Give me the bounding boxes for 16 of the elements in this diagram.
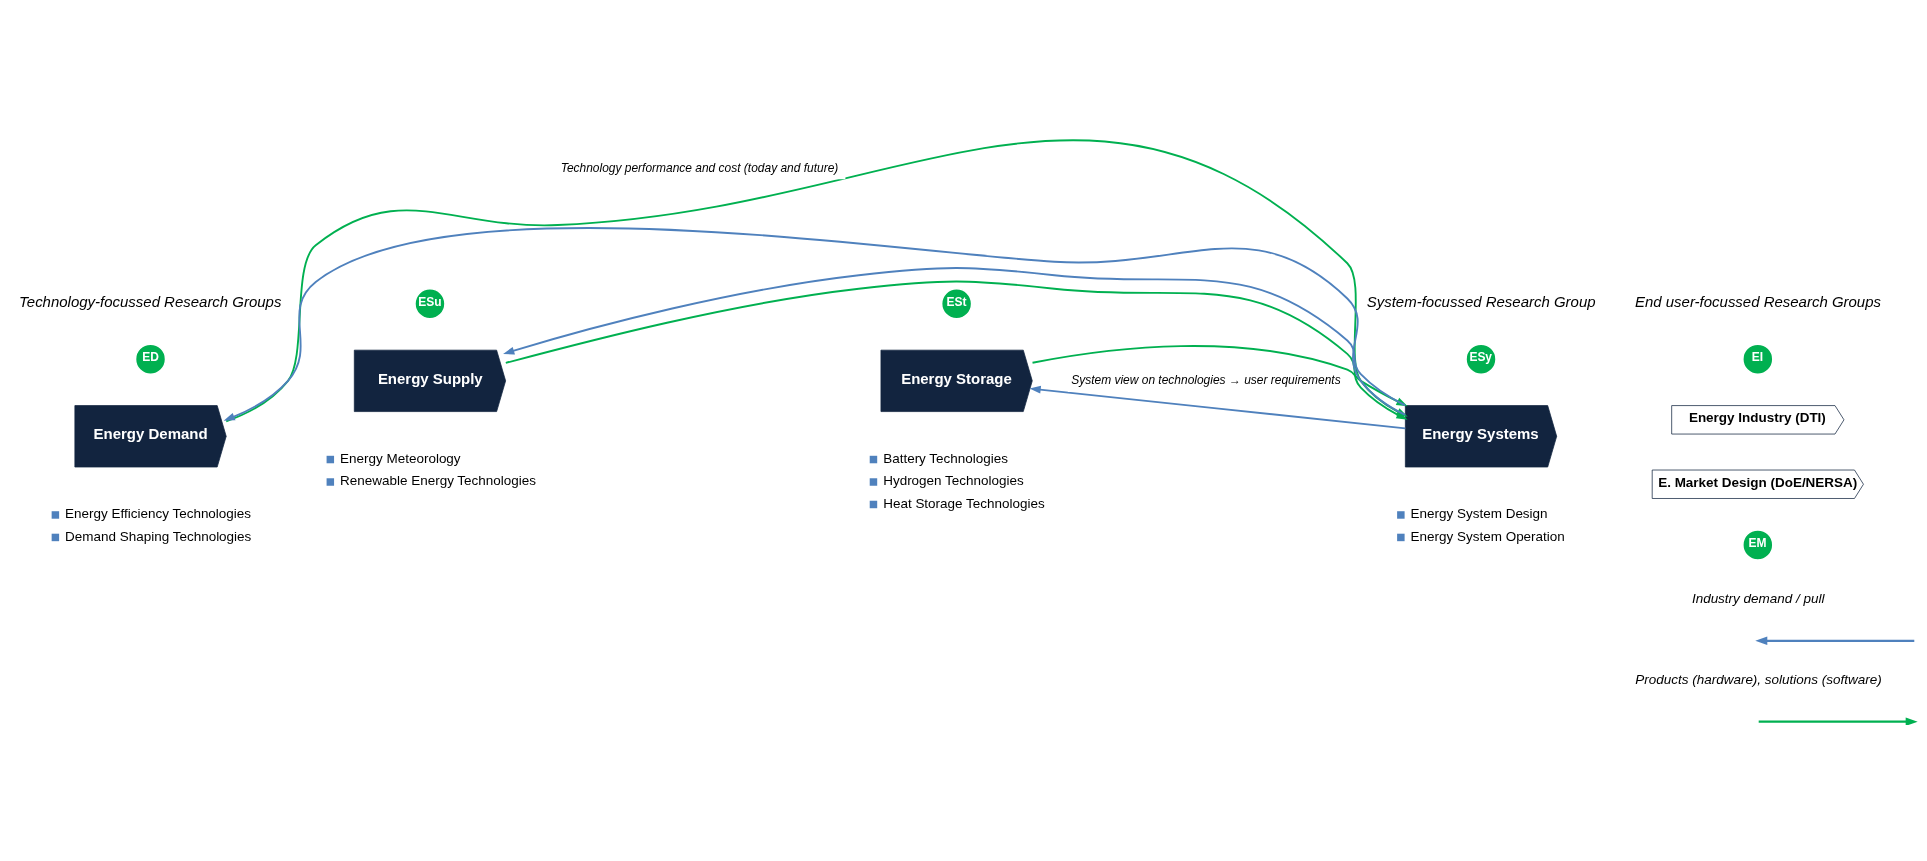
label: Technology-focussed Research Groups bbox=[18, 292, 281, 310]
legend-label: Products (hardware), solutions (software) bbox=[1634, 671, 1882, 687]
node-label: Hydrogen Technologies bbox=[882, 472, 1024, 488]
label: System-focussed Research Group bbox=[1366, 292, 1596, 310]
node-label: Energy System Operation bbox=[1410, 528, 1565, 544]
node-label: Energy Efficiency Technologies bbox=[64, 505, 251, 521]
node-label: Energy System Design bbox=[1410, 505, 1548, 521]
node-label: Heat Storage Technologies bbox=[882, 495, 1045, 511]
node-label: Demand Shaping Technologies bbox=[64, 528, 251, 544]
edge-label: System view on technologies → user requirements bbox=[1070, 372, 1341, 387]
node-label: Battery Technologies bbox=[882, 450, 1008, 466]
node-label: Energy Meteorology bbox=[339, 450, 461, 466]
label: End user-focussed Research Groups bbox=[1634, 292, 1881, 310]
node-label: Renewable Energy Technologies bbox=[339, 472, 536, 488]
edge-label: Technology performance and cost (today and future) bbox=[560, 160, 838, 175]
legend-label: Industry demand / pull bbox=[1691, 590, 1824, 606]
